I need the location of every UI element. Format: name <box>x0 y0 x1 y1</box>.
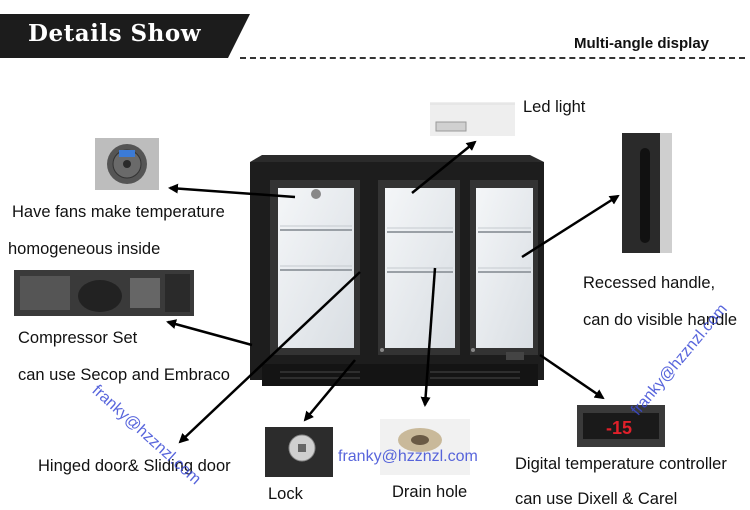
label-controller-line1: Digital temperature controller <box>515 455 727 473</box>
drain-hole-photo <box>380 419 470 475</box>
page-title: Details Show <box>28 20 202 47</box>
label-door: Hinged door& Sliding door <box>38 457 231 475</box>
watermark-center: franky@hzznzl.com <box>338 448 478 465</box>
label-fans-line1: Have fans make temperature <box>12 203 225 221</box>
label-controller-line2: can use Dixell & Carel <box>515 490 678 508</box>
label-drain-hole: Drain hole <box>392 483 468 501</box>
fan-photo <box>95 138 159 190</box>
fridge-cabinet <box>250 155 544 386</box>
controller-readout: -15 <box>606 418 632 438</box>
compressor-photo <box>14 270 194 316</box>
label-lock: Lock <box>268 485 303 503</box>
label-handle-line2: can do visible handle <box>583 311 738 329</box>
label-handle-line1: Recessed handle, <box>583 274 716 292</box>
header-divider <box>240 57 745 59</box>
label-led-light: Led light <box>523 98 586 116</box>
label-compressor-line1: Compressor Set <box>18 329 138 347</box>
header-banner-tip <box>228 14 250 58</box>
callout-arrows <box>166 140 620 444</box>
led-light-photo <box>430 102 515 136</box>
controller-photo: -15 <box>577 405 665 447</box>
label-compressor-line2: can use Secop and Embraco <box>18 366 230 384</box>
handle-photo <box>622 133 672 253</box>
header-banner <box>0 14 228 58</box>
label-fans-line2: homogeneous inside <box>8 240 161 258</box>
lock-photo <box>265 427 333 477</box>
page-subtitle: Multi-angle display <box>574 35 710 52</box>
